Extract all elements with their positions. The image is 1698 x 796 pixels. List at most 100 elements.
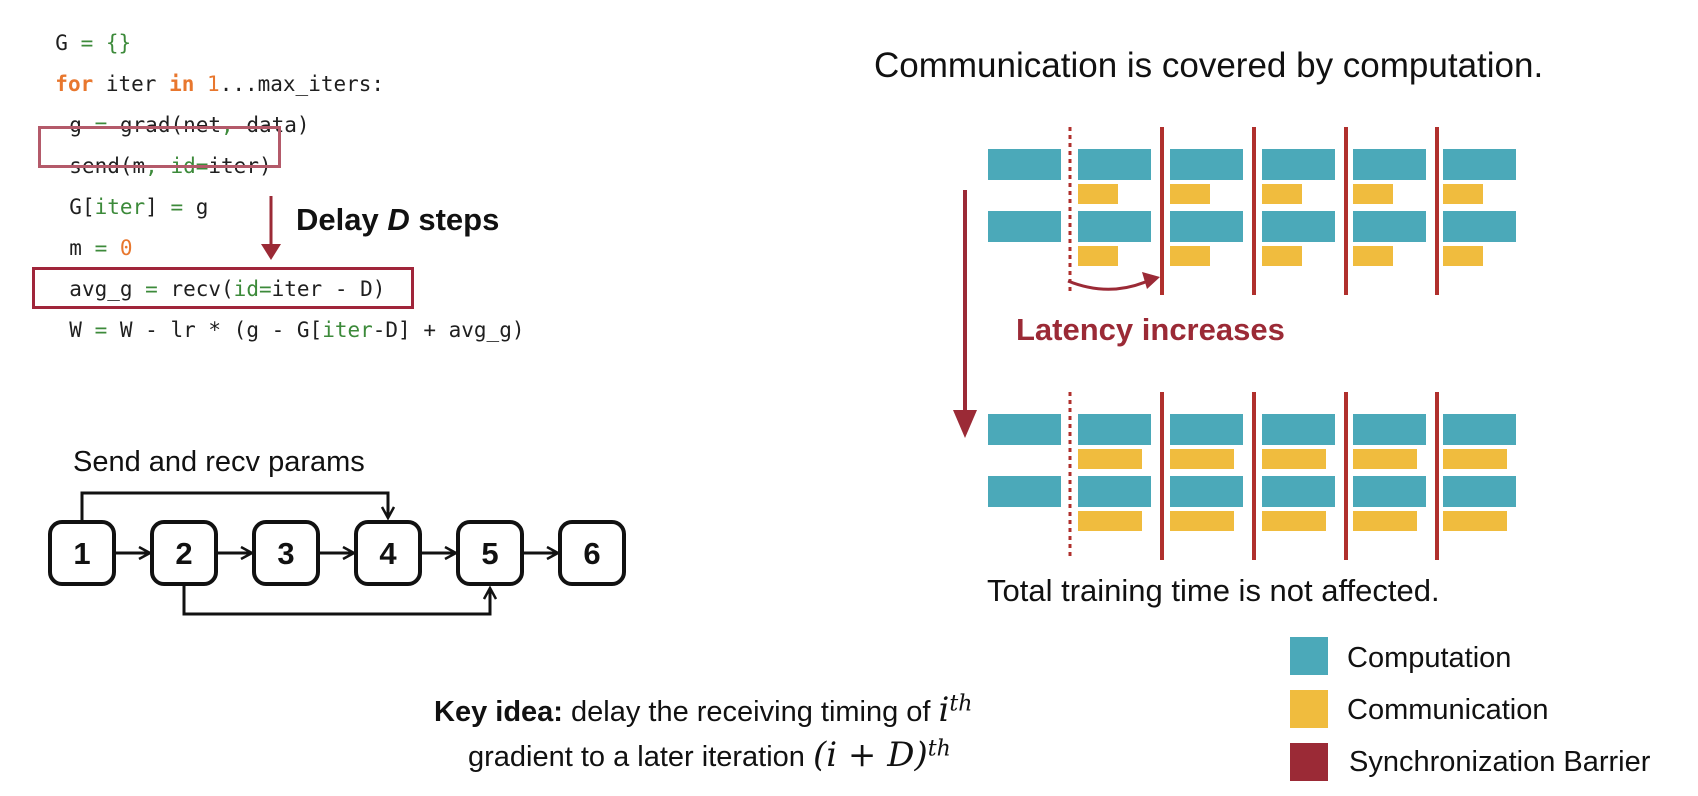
latency-down-arrow <box>953 190 977 438</box>
key-idea-line-2: gradient to a later iteration (i + D)th <box>468 735 951 775</box>
math-i-plus-d: (i + D) <box>812 735 928 775</box>
communication-block <box>1078 184 1118 204</box>
code-token: = <box>132 277 171 301</box>
graph-node <box>48 520 116 586</box>
communication-block <box>1353 184 1393 204</box>
computation-block <box>988 414 1061 445</box>
code-token: W - lr * (g - G[ <box>119 318 323 342</box>
keyword-for: for <box>55 72 94 96</box>
computation-block <box>1443 476 1516 507</box>
graph-node-label: 1 <box>73 536 91 571</box>
code-token: g <box>69 113 82 137</box>
communication-block <box>1443 449 1507 469</box>
computation-block <box>1170 414 1243 445</box>
computation-block <box>1353 149 1426 180</box>
edge-skip-2-5 <box>182 584 490 616</box>
graph-edges <box>80 491 558 616</box>
graph-nodes <box>48 520 626 586</box>
code-token: id= <box>233 277 272 301</box>
computation-block <box>988 149 1061 180</box>
communication-block <box>1262 246 1302 266</box>
graph-node-label: 4 <box>379 536 397 571</box>
graph-title: Send and recv params <box>73 446 365 478</box>
code-line-8: W = W - lr * (g - G[iter-D] + avg_g) <box>44 299 524 341</box>
graph-node <box>150 520 218 586</box>
computation-block <box>1262 414 1335 445</box>
communication-block <box>1443 246 1483 266</box>
key-idea-line-1: Key idea: delay the receiving timing of … <box>434 690 972 730</box>
send-highlight-box <box>38 126 281 168</box>
code-token: grad(net <box>119 113 222 137</box>
communication-block <box>1170 449 1234 469</box>
code-token: ] <box>145 195 171 219</box>
code-token: -D] + avg_g) <box>372 318 525 342</box>
computation-block <box>1262 149 1335 180</box>
code-token: = <box>81 113 120 137</box>
communication-block <box>1170 511 1234 531</box>
math-sup: th <box>927 736 951 762</box>
computation-block <box>1443 414 1516 445</box>
communication-block <box>1443 184 1483 204</box>
code-token: iter <box>94 195 146 219</box>
communication-block <box>1443 511 1507 531</box>
delay-prefix: Delay <box>296 202 388 237</box>
graph-node-label: 5 <box>481 536 499 571</box>
computation-block <box>1078 149 1151 180</box>
delay-suffix: steps <box>409 202 500 237</box>
number-literal: 0 <box>119 236 133 260</box>
code-line-1: G = {} <box>30 12 131 54</box>
communication-block <box>1078 449 1142 469</box>
computation-block <box>1353 211 1426 242</box>
delay-variable: D <box>387 202 410 237</box>
computation-block <box>1443 211 1516 242</box>
key-idea-heading: Key idea: <box>434 696 563 728</box>
math-i: i <box>938 690 950 730</box>
math-sup: th <box>949 691 973 717</box>
code-line-5: G[iter] = g <box>44 176 208 218</box>
communication-block <box>1262 184 1302 204</box>
recv-highlight-box <box>32 267 414 309</box>
graph-node <box>456 520 524 586</box>
code-token: = <box>81 236 120 260</box>
computation-block <box>1262 476 1335 507</box>
timeline-footer: Total training time is not affected. <box>987 573 1440 608</box>
code-line-2: for iter in 1...max_iters: <box>30 53 384 95</box>
delay-arrow <box>261 196 281 260</box>
graph-node-label: 2 <box>175 536 193 571</box>
communication-block <box>1078 511 1142 531</box>
timeline-bottom <box>988 392 1516 560</box>
code-token: ...max_iters: <box>219 72 385 96</box>
communication-block <box>1170 184 1210 204</box>
graph-node <box>354 520 422 586</box>
computation-block <box>1078 414 1151 445</box>
code-token: = <box>67 31 106 55</box>
computation-block <box>1078 476 1151 507</box>
computation-block <box>1170 211 1243 242</box>
keyword-in: in <box>169 72 195 96</box>
key-idea-text: gradient to a later iteration <box>468 741 813 773</box>
communication-block <box>1353 246 1393 266</box>
code-line-7: avg_g = recv(id=iter - D) <box>44 258 385 300</box>
code-token: iter <box>322 318 373 342</box>
communication-block <box>1262 449 1326 469</box>
graph-node <box>252 520 320 586</box>
code-token: = <box>170 195 184 219</box>
graph-node <box>558 520 626 586</box>
code-token: avg_g <box>69 277 133 301</box>
legend-swatch-barrier <box>1290 743 1328 781</box>
computation-block <box>1078 211 1151 242</box>
code-token: iter <box>93 72 170 96</box>
computation-block <box>1262 211 1335 242</box>
communication-block <box>1262 511 1326 531</box>
legend-swatch-computation <box>1290 637 1328 675</box>
timeline-title: Communication is covered by computation. <box>874 46 1544 85</box>
legend-label-barrier: Synchronization Barrier <box>1349 746 1651 778</box>
code-token: m <box>69 236 82 260</box>
computation-block <box>1443 149 1516 180</box>
code-line-6: m = 0 <box>44 217 133 260</box>
timeline-top <box>988 127 1516 295</box>
edge-skip-1-4 <box>80 491 388 522</box>
code-token: G <box>55 31 68 55</box>
computation-block <box>988 476 1061 507</box>
